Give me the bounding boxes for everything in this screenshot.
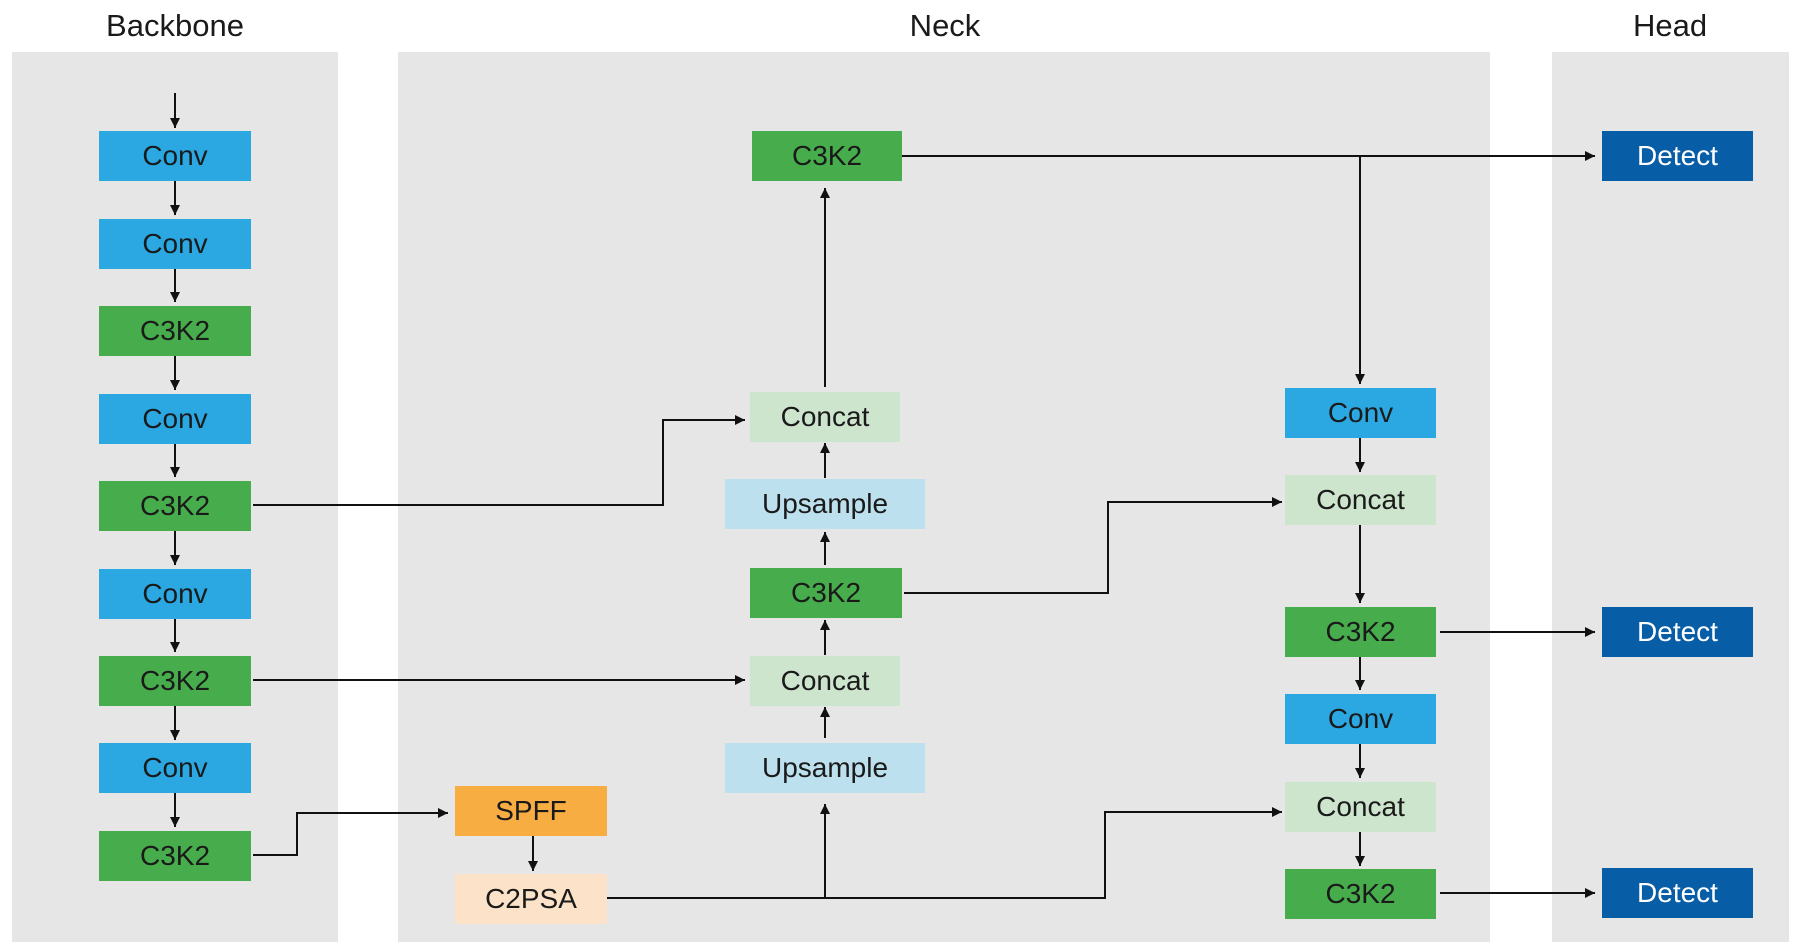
neck-conv-bottom: Conv xyxy=(1285,694,1436,744)
neck-c2psa: C2PSA xyxy=(455,874,607,924)
neck-c3k2-right-mid: C3K2 xyxy=(1285,607,1436,657)
head-panel xyxy=(1552,52,1789,942)
neck-concat-right-bottom: Concat xyxy=(1285,782,1436,832)
neck-conv-top: Conv xyxy=(1285,388,1436,438)
head-detect-3: Detect xyxy=(1602,868,1753,918)
neck-concat-mid: Concat xyxy=(750,656,900,706)
head-detect-2: Detect xyxy=(1602,607,1753,657)
backbone-conv-3: Conv xyxy=(99,394,251,444)
neck-title: Neck xyxy=(909,8,981,43)
neck-sppf: SPFF xyxy=(455,786,607,836)
neck-concat-top: Concat xyxy=(750,392,900,442)
backbone-c3k2-4: C3K2 xyxy=(99,831,251,881)
backbone-conv-1: Conv xyxy=(99,131,251,181)
neck-upsample-top: Upsample xyxy=(725,479,925,529)
backbone-c3k2-1: C3K2 xyxy=(99,306,251,356)
neck-upsample-bottom: Upsample xyxy=(725,743,925,793)
neck-c3k2-top: C3K2 xyxy=(752,131,902,181)
backbone-conv-4: Conv xyxy=(99,569,251,619)
backbone-title: Backbone xyxy=(106,8,244,43)
backbone-conv-5: Conv xyxy=(99,743,251,793)
arrow-bb9-to-sppf xyxy=(253,808,448,856)
arrow-c3k2-mid-to-concat-right xyxy=(904,497,1282,594)
arrow-c2psa-to-concat-bottom xyxy=(606,807,1282,899)
neck-c3k2-mid: C3K2 xyxy=(750,568,902,618)
neck-concat-right-top: Concat xyxy=(1285,475,1436,525)
backbone-c3k2-3: C3K2 xyxy=(99,656,251,706)
backbone-c3k2-2: C3K2 xyxy=(99,481,251,531)
head-detect-1: Detect xyxy=(1602,131,1753,181)
arrow-bb5-to-concat-top xyxy=(253,415,745,506)
backbone-conv-2: Conv xyxy=(99,219,251,269)
neck-c3k2-right-bottom: C3K2 xyxy=(1285,869,1436,919)
head-title: Head xyxy=(1632,8,1708,43)
